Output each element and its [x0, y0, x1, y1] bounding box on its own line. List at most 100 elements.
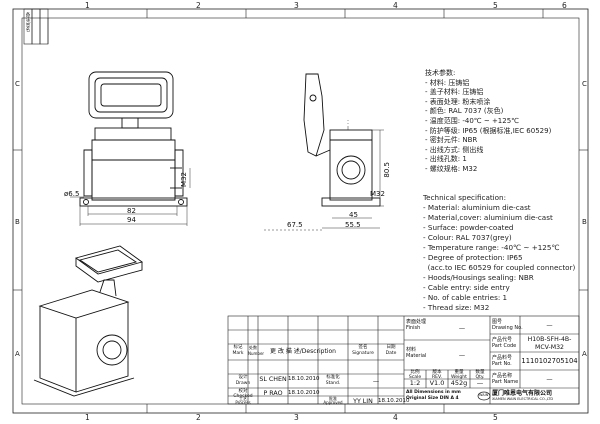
dimension-label: 67.5 [287, 221, 303, 229]
checked-label: 校对 Checked [233, 389, 253, 399]
part-code-label: 产品代号 Part Code [492, 337, 517, 349]
ruler-label: 3 [294, 1, 299, 10]
company-name-cn: 厦门唯恩电气有限公司 [492, 390, 553, 397]
wain-logo [477, 391, 491, 401]
count-label: 处数 Number [248, 345, 265, 356]
side-dimension-lines [264, 120, 384, 231]
drawing-no-label: 图号 Drawing No. [492, 319, 523, 331]
ruler-label: 4 [393, 413, 398, 422]
stamp-label: 备注/签名 [25, 12, 30, 32]
dimension-label: 80.5 [383, 162, 391, 178]
spec-line: - 盖子材料: 压铸铝 [425, 88, 484, 97]
drawn-label: 设计 Drawn [235, 375, 251, 386]
spec-line: - 材料: 压铸铝 [425, 78, 470, 87]
spec-line: - Colour: RAL 7037(grey) [423, 233, 512, 242]
part-name-label: 产品名称 Part Name [492, 373, 519, 385]
ruler-label: 1 [85, 413, 90, 422]
standard-label: 标准化 Stand. [325, 375, 341, 386]
dimension-label: 55.5 [345, 221, 361, 229]
title-block-grid [227, 315, 580, 405]
spec-line: - 表面处理: 粉末喷涂 [425, 97, 491, 106]
spec-line: 技术参数: [425, 69, 456, 77]
approved-name: YY LIN [353, 398, 373, 405]
spec-line: - Thread size: M32 [423, 303, 490, 312]
dimension-label: ø6.5 [64, 190, 80, 198]
scale-value: 1:2 [409, 379, 421, 387]
ruler-label: C [15, 80, 20, 88]
ruler-label: 4 [393, 1, 398, 10]
ruler-label: A [15, 350, 20, 358]
spec-line: - 密封元件: NBR [425, 136, 478, 145]
ruler-label: 2 [196, 1, 201, 10]
ruler-label: 1 [85, 1, 90, 10]
weight-value: 452g [450, 379, 468, 387]
spec-line: - 螺纹规格: M32 [425, 164, 478, 173]
spec-line: - 出线孔数: 1 [425, 155, 467, 164]
company-name-en: XIAMEN WAIN ELECTRICAL CO.,LTD [492, 397, 554, 401]
weight-label: 重量 Weight [450, 370, 467, 380]
finish-label: 表面处理 Finish [406, 319, 427, 331]
ruler-label: 3 [294, 413, 299, 422]
qty-value: — [476, 379, 484, 387]
spec-line: - Surface: powder-coated [423, 223, 514, 232]
scale-label: 比例 Scale [408, 370, 422, 380]
ruler-label: 5 [493, 413, 498, 422]
spec-line: - Cable entry: side entry [423, 283, 510, 292]
part-no-value: 1110102705104 [521, 357, 578, 365]
isometric-view [33, 245, 144, 397]
dimension-label: M32 [370, 190, 385, 198]
side-view [303, 73, 381, 207]
ruler-ticks [13, 8, 588, 413]
dimension-label: 82 [127, 207, 136, 215]
checked-date: 18.10.2010 [288, 390, 320, 396]
part-name-value: — [546, 376, 553, 383]
spec-line: - No. of cable entries: 1 [423, 293, 508, 302]
spec-line: - 颜色: RAL 7037 (灰色) [425, 107, 504, 116]
mark-label: 标记 Mark [232, 345, 244, 356]
spec-line: - Temperature range: -40℃ ~ +125℃ [423, 243, 560, 252]
outer-frame [12, 8, 589, 414]
date-label: 日期 Date [385, 345, 397, 356]
spec-line: - 防护等级: IP65 (根据标准,IEC 60529) [425, 126, 552, 135]
size-note: Original Size DIN A 4 [406, 396, 459, 401]
material-value: — [458, 352, 466, 359]
dimension-label: 45 [349, 211, 358, 219]
drawn-name: SL CHEN [259, 376, 287, 383]
ruler-label: B [15, 218, 20, 226]
spec-line: (acc.to IEC 60529 for coupled connector) [423, 263, 576, 272]
dimension-label: 94 [127, 216, 136, 224]
ruler-label: A [582, 350, 587, 358]
rev-label: 版本 REV. [431, 370, 443, 380]
ruler-label: 2 [196, 413, 201, 422]
finish-value: — [458, 325, 466, 332]
approved-date: 18.10.2010 [378, 398, 410, 404]
ruler-label: 5 [493, 1, 498, 10]
spec-line: Technical specification: [423, 193, 507, 202]
front-dimension-lines [70, 168, 191, 226]
description-label: 更 改 描 述/Description [270, 348, 336, 355]
part-no-label: 产品料号 Part No. [492, 355, 513, 367]
spec-en: Technical specification: - Material: alu… [423, 193, 575, 313]
rev-value: V1.0 [429, 379, 445, 387]
drawing-no-value: — [546, 322, 553, 329]
material-label: 材料 Material [406, 347, 427, 359]
ruler-label: B [582, 218, 587, 226]
checked-name: P RAO [263, 390, 283, 397]
front-view [79, 71, 188, 207]
standard-value: — [372, 378, 380, 385]
spec-line: - Material: aluminium die-cast [423, 203, 531, 212]
dimension-note: All Dimensions in mm [406, 390, 461, 395]
process-label: 工艺 Process [235, 396, 251, 405]
spec-line: - 温度范围: -40℃ ~ +125℃ [425, 116, 520, 125]
dimension-label: M32 [180, 172, 188, 187]
company-logo: WAIN [479, 393, 489, 397]
spec-cn: 技术参数: - 材料: 压铸铝 - 盖子材料: 压铸铝 - 表面处理: 粉末喷涂… [425, 69, 551, 175]
spec-line: - 出线方式: 侧出线 [425, 145, 484, 154]
ruler-label: C [582, 80, 587, 88]
spec-line: - Degree of protection: IP65 [423, 253, 523, 262]
spec-line: - Material,cover: aluminium die-cast [423, 213, 553, 222]
spec-line: - Hoods/Housings sealing: NBR [423, 273, 534, 282]
drawn-date: 18.10.2010 [288, 376, 320, 382]
